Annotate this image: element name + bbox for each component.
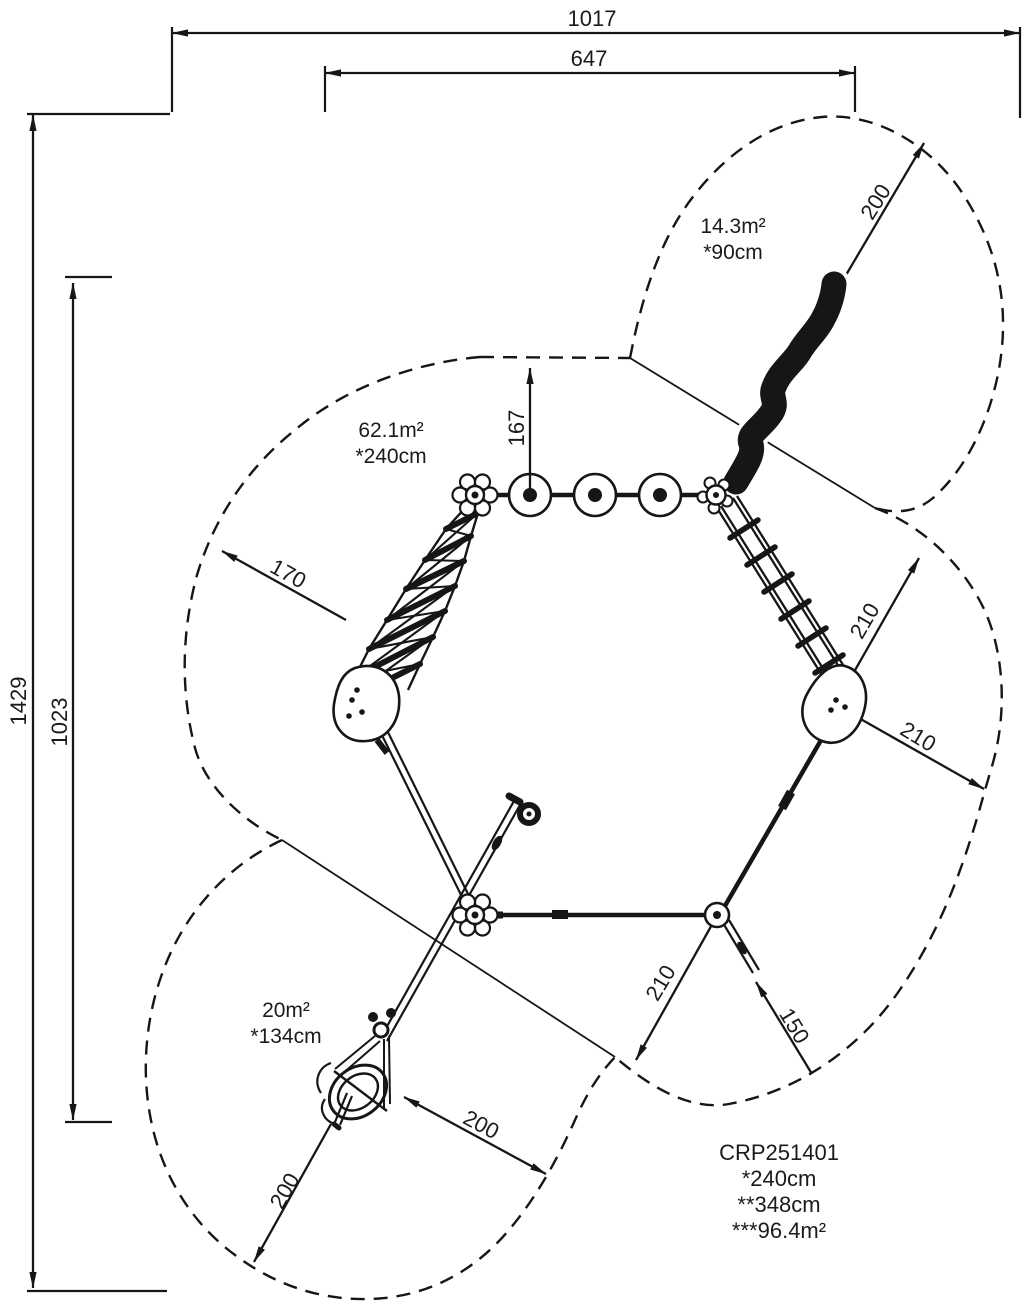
dim-anchor-clearance (755, 981, 813, 1075)
top-beam (482, 472, 714, 518)
title-block: CRP251401 *240cm **348cm ***96.4m² (719, 1140, 839, 1244)
swing-hanger (372, 1021, 390, 1039)
dim-swing-clearance-left (252, 1123, 333, 1263)
connector-top-left (451, 473, 499, 517)
dim-label-overall-height: 1429 (6, 676, 31, 726)
swing-zone-label: 20m² *134cm (250, 998, 321, 1050)
dim-bottom-clearance (634, 920, 716, 1061)
platform-right (801, 664, 868, 744)
slide-zone-label: 14.3m² *90cm (700, 214, 765, 266)
dim-net-clearance (221, 549, 347, 622)
dimension-lines (27, 27, 1022, 1293)
swing-zone-area: 20m² (262, 999, 310, 1022)
dim-slide-clearance (845, 142, 925, 276)
connector-bottom-left (451, 893, 499, 937)
dim-label-overall-width: 1017 (567, 6, 617, 31)
main-zone-right-outline (614, 506, 1003, 1107)
dim-swing-clearance-right (403, 1095, 547, 1176)
swing-zone-fall-height: *134cm (250, 1025, 322, 1048)
main-zone-left-outline (183, 355, 481, 842)
connector-top-right (696, 476, 734, 515)
climbing-ramp (716, 495, 851, 689)
dim-label-inner-height: 1023 (47, 697, 72, 747)
main-zone-label: 62.1m² *240cm (355, 418, 426, 470)
slide (719, 267, 851, 499)
safety-zone-outlines (144, 115, 1005, 1301)
dim-label-top-offset: 167 (504, 409, 529, 447)
spec-line-3: ***96.4m² (731, 1218, 827, 1243)
dim-label-inner-width: 647 (570, 46, 608, 71)
platform-left (332, 664, 401, 743)
swing (316, 792, 541, 1131)
extension-lines (27, 27, 1022, 1293)
spec-line-2: **348cm (737, 1192, 821, 1217)
slide-zone-fall-height: *90cm (703, 241, 763, 264)
main-zone-fall-height: *240cm (355, 445, 427, 468)
slide-zone-area: 14.3m² (700, 215, 766, 238)
dim-right-lower-clearance (849, 711, 985, 791)
swing-zone-chord (281, 839, 616, 1058)
slide-chute (723, 271, 847, 495)
equipment (316, 267, 868, 1131)
frame-edge-left (370, 709, 474, 908)
product-code: CRP251401 (719, 1140, 839, 1165)
slide-zone-outline (628, 115, 1005, 513)
dim-right-upper-clearance (845, 557, 920, 687)
anchor-stub (722, 919, 760, 974)
main-zone-area: 62.1m² (358, 419, 424, 442)
bottom-beam (482, 910, 705, 919)
nest-ring (327, 1063, 389, 1121)
swing-zone-outline (144, 838, 616, 1301)
spec-line-1: *240cm (741, 1166, 817, 1191)
main-zone-top-outline (479, 355, 631, 360)
frame-edge-right (720, 714, 837, 913)
